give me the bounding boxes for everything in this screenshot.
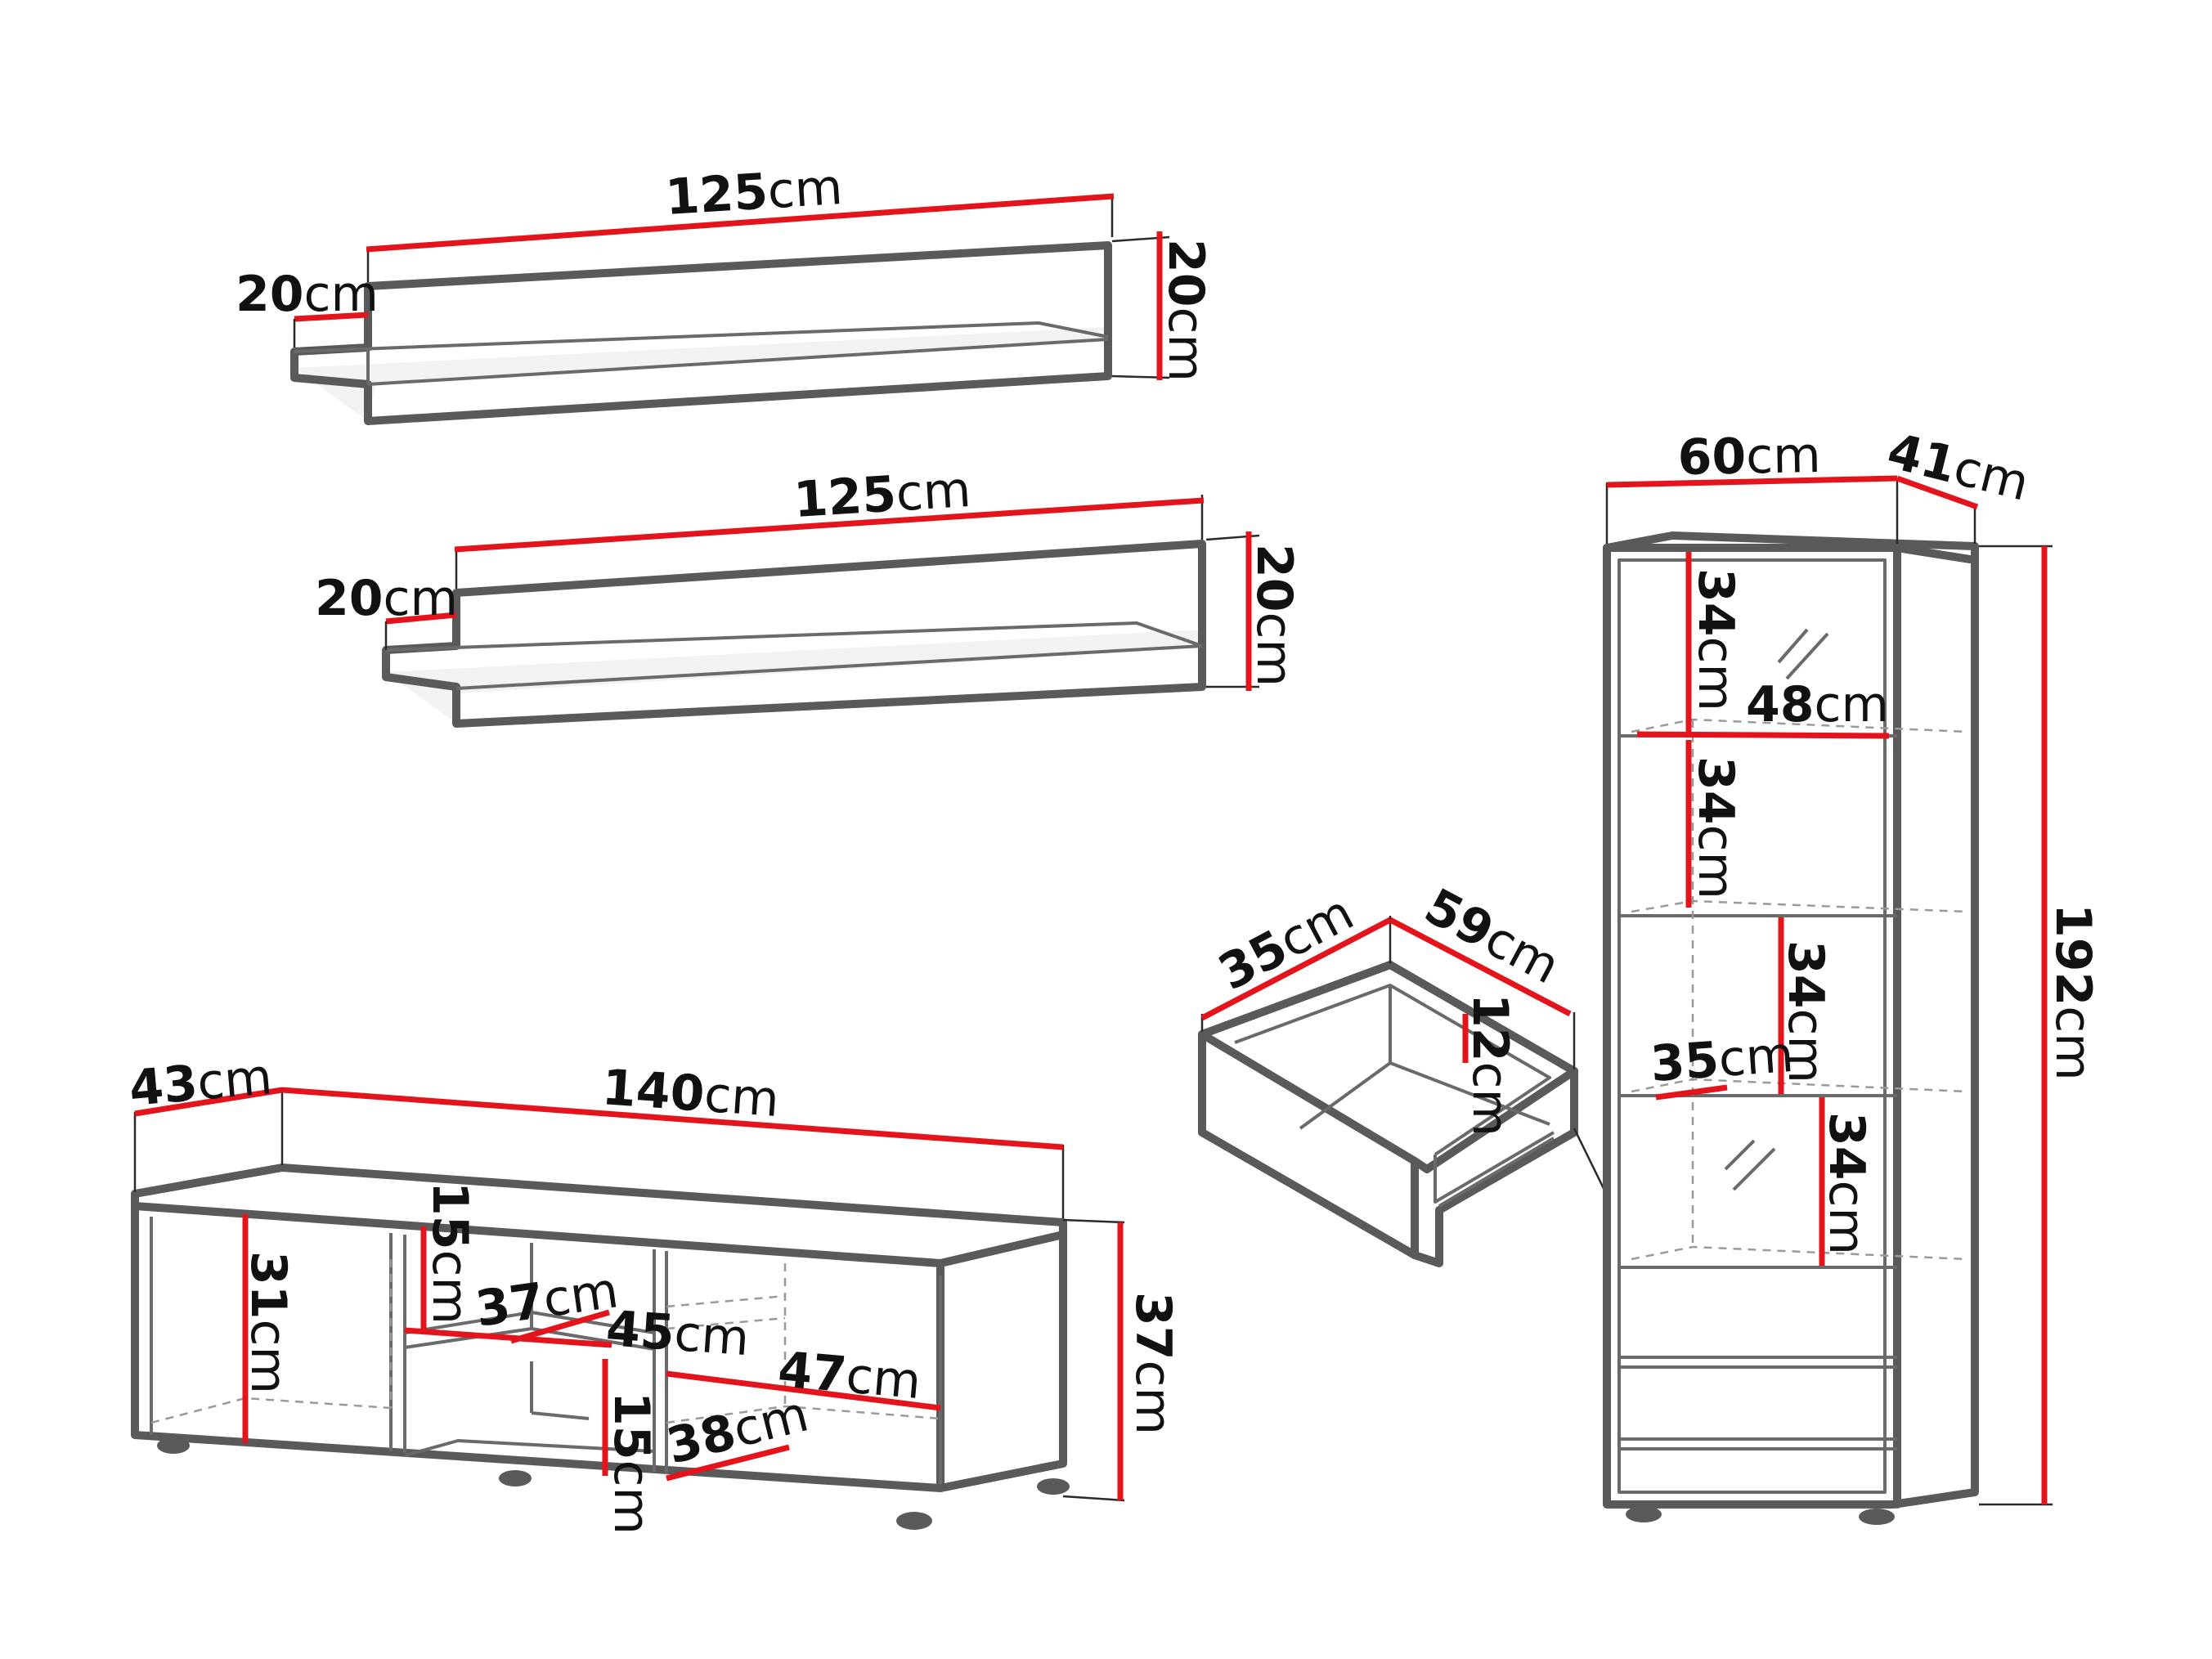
drawer-height-label: 12cm — [1461, 993, 1519, 1137]
tv-unit-width-label: 140cm — [600, 1059, 781, 1128]
shelf-bottom-height-label: 20cm — [1245, 544, 1303, 687]
tv-unit-compartment-height-label: 31cm — [240, 1251, 297, 1394]
cabinet-depth-line — [1896, 475, 1979, 510]
tv-unit — [131, 1087, 1125, 1530]
shelf-bottom-depth-label: 20cm — [315, 570, 458, 627]
cabinet-foot — [1626, 1506, 1662, 1522]
tv-unit-depth-line — [134, 1087, 283, 1117]
tv-unit-lower-niche-width-line — [666, 1444, 790, 1482]
cabinet-shelf-depth-line — [1655, 1084, 1728, 1101]
shelf-bottom-width-label: 125cm — [792, 461, 973, 529]
tv-unit-right-width-label: 47cm — [776, 1341, 923, 1410]
shelf-top-height-label: 20cm — [1157, 239, 1214, 382]
drawer-width-line — [1200, 917, 1392, 1021]
cabinet-width-label: 60cm — [1677, 427, 1821, 486]
cabinet-foot — [1859, 1509, 1895, 1525]
shelf-bottom-width-line — [454, 497, 1205, 553]
tv-unit-foot — [1037, 1478, 1070, 1495]
tv-unit-depth-label: 43cm — [127, 1048, 274, 1118]
tv-unit-width-line — [281, 1087, 1064, 1150]
drawer-depth-label: 59cm — [1416, 877, 1568, 995]
tv-unit-upper-niche-height-label: 15cm — [421, 1181, 478, 1325]
cabinet-height-label: 192cm — [2044, 903, 2102, 1081]
shelf-top-depth-label: 20cm — [236, 266, 379, 323]
wall-shelf-bottom — [382, 495, 1260, 728]
tv-unit-foot — [157, 1437, 190, 1454]
shelf-top-width-label: 125cm — [664, 159, 845, 226]
cabinet-width-line — [1606, 475, 1898, 488]
tv-unit-height-label: 37cm — [1124, 1292, 1182, 1435]
tv-unit-niche-shelf-line — [404, 1327, 612, 1348]
cabinet-compartment-2-label: 34cm — [1687, 756, 1744, 899]
shelf-top-width-line — [366, 193, 1115, 253]
tv-unit-niche-depth-line — [510, 1309, 610, 1344]
tv-unit-niche-depth-label: 45cm — [604, 1300, 751, 1367]
cabinet-compartment-4-label: 34cm — [1818, 1112, 1875, 1255]
wall-shelf-top — [290, 193, 1170, 425]
cabinet-compartment-1-label: 34cm — [1687, 568, 1744, 711]
tv-unit-foot — [499, 1470, 532, 1486]
tv-unit-foot — [896, 1512, 932, 1530]
tall-cabinet — [1603, 475, 2053, 1525]
tv-unit-lower-niche-height-label: 15cm — [603, 1392, 660, 1535]
cabinet-shelf-width-label: 48cm — [1746, 676, 1889, 733]
cabinet-shelf-depth-label: 35cm — [1649, 1026, 1795, 1093]
tv-unit-right-width-line — [666, 1370, 941, 1411]
shelf-top-depth-line — [294, 312, 369, 322]
drawer-depth-line — [1389, 917, 1572, 1017]
cabinet-shelf-width-line — [1636, 731, 1890, 739]
tv-unit-niche-shelf-label: 37cm — [472, 1262, 621, 1338]
shelf-bottom-depth-line — [385, 612, 457, 625]
cabinet-compartment-3-label: 34cm — [1777, 940, 1834, 1083]
